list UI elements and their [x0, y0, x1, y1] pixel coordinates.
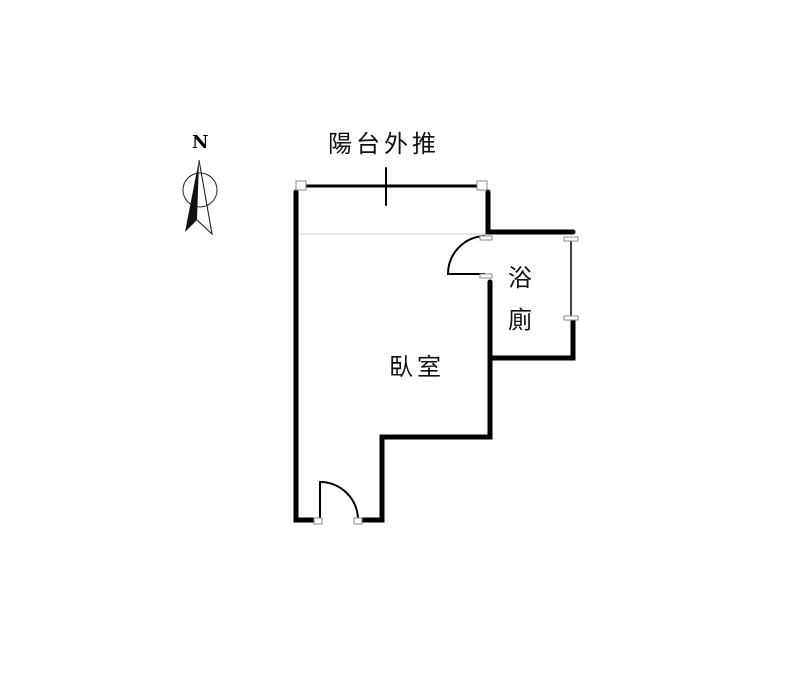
bathroom-label-1: 浴	[508, 264, 536, 292]
balcony-label: 陽台外推	[328, 130, 440, 158]
walls	[293, 167, 576, 523]
compass-icon	[182, 159, 218, 236]
door-icon	[319, 235, 486, 521]
bedroom-label: 臥室	[389, 353, 445, 381]
compass-north-label: N	[192, 132, 209, 153]
bathroom-label-2: 廁	[508, 306, 536, 334]
